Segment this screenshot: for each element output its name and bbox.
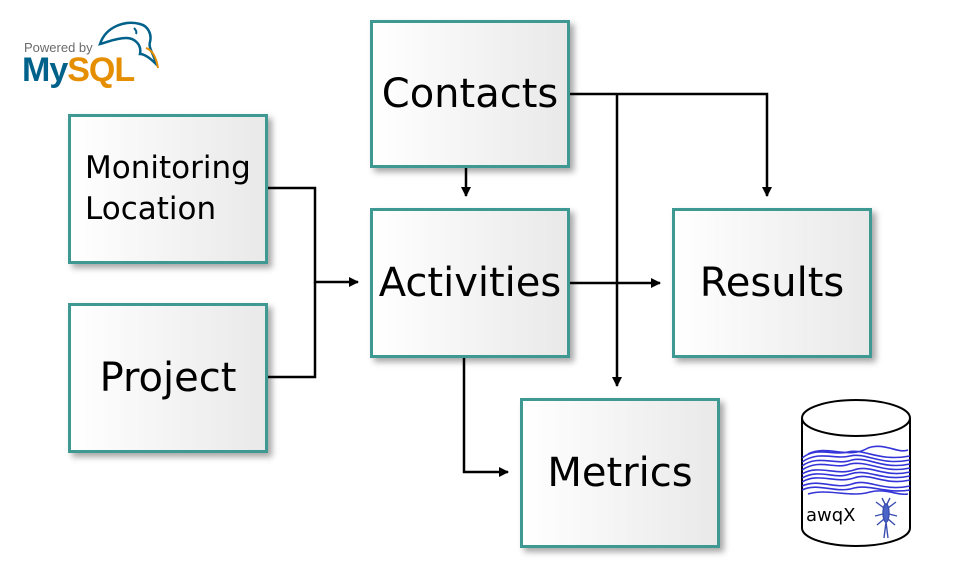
connector-activities-metrics <box>462 358 509 477</box>
database-cylinder-graphic <box>801 399 911 547</box>
connector-monitoring-activities <box>268 186 359 287</box>
activities-box: Activities <box>370 208 570 358</box>
activities-label: Activities <box>378 260 562 306</box>
project-box: Project <box>68 303 268 453</box>
monitoring-location-box: Monitoring Location <box>68 114 268 264</box>
wave-icon <box>801 445 911 496</box>
contacts-label: Contacts <box>381 71 559 117</box>
mysql-wordmark: MySQL <box>22 51 135 90</box>
connector-contacts-results <box>570 92 772 197</box>
results-label: Results <box>699 260 845 306</box>
results-box: Results <box>672 208 872 358</box>
database-cylinder-icon: awqX <box>798 398 914 548</box>
mysql-dolphin-icon <box>98 21 159 69</box>
monitoring-label-line1: Monitoring <box>85 150 251 187</box>
metrics-label: Metrics <box>547 450 693 496</box>
awqx-label: awqX <box>806 505 856 526</box>
contacts-box: Contacts <box>370 20 570 168</box>
mayfly-icon <box>874 497 898 539</box>
mysql-logo: Powered by MySQL <box>22 14 162 94</box>
metrics-box: Metrics <box>520 398 720 548</box>
connector-project-activities <box>268 282 317 379</box>
mysql-wordmark-sql: SQL <box>67 51 135 89</box>
monitoring-location-label: Monitoring Location <box>85 148 251 230</box>
powered-by-text: Powered by <box>24 40 93 55</box>
project-label: Project <box>99 355 237 401</box>
monitoring-label-line2: Location <box>85 191 217 227</box>
mysql-wordmark-my: My <box>22 51 68 89</box>
